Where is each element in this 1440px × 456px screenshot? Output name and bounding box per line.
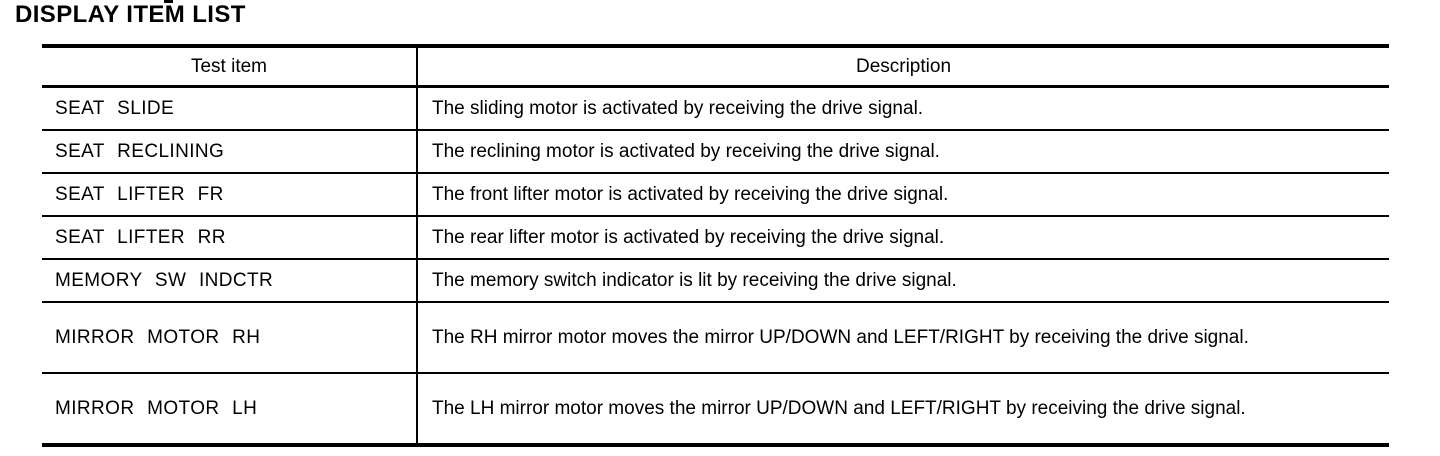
- description-cell: The sliding motor is activated by receiv…: [432, 97, 924, 119]
- page-crop-artifact: [164, 0, 173, 3]
- description-cell: The RH mirror motor moves the mirror UP/…: [432, 326, 1249, 348]
- table-row: MIRROR MOTOR RH The RH mirror motor move…: [42, 301, 1389, 372]
- description-cell: The front lifter motor is activated by r…: [432, 183, 949, 205]
- description-column-header: Description: [855, 55, 952, 77]
- test-item-cell: MIRROR MOTOR LH: [42, 374, 418, 443]
- table-row: MIRROR MOTOR LH The LH mirror motor move…: [42, 372, 1389, 443]
- test-item-cell: SEAT LIFTER RR: [42, 217, 418, 258]
- display-item-list-table: Test item Description SEAT SLIDE The sli…: [42, 44, 1389, 447]
- table-row: SEAT SLIDE The sliding motor is activate…: [42, 88, 1389, 129]
- table-row: SEAT LIFTER FR The front lifter motor is…: [42, 172, 1389, 215]
- test-item-cell: SEAT RECLINING: [42, 131, 418, 172]
- description-cell: The reclining motor is activated by rece…: [432, 140, 940, 162]
- test-item-cell: MIRROR MOTOR RH: [42, 303, 418, 372]
- table-row: MEMORY SW INDCTR The memory switch indic…: [42, 258, 1389, 301]
- page-title: DISPLAY ITEM LIST: [15, 1, 246, 28]
- table-header-row: Test item Description: [42, 48, 1389, 88]
- description-cell: The LH mirror motor moves the mirror UP/…: [432, 397, 1246, 419]
- test-item-column-header: Test item: [42, 48, 418, 85]
- description-cell: The memory switch indicator is lit by re…: [432, 269, 957, 291]
- test-item-cell: MEMORY SW INDCTR: [42, 260, 418, 301]
- description-cell: The rear lifter motor is activated by re…: [432, 226, 945, 248]
- test-item-cell: SEAT SLIDE: [42, 88, 418, 129]
- test-item-cell: SEAT LIFTER FR: [42, 174, 418, 215]
- table-row: SEAT RECLINING The reclining motor is ac…: [42, 129, 1389, 172]
- table-row: SEAT LIFTER RR The rear lifter motor is …: [42, 215, 1389, 258]
